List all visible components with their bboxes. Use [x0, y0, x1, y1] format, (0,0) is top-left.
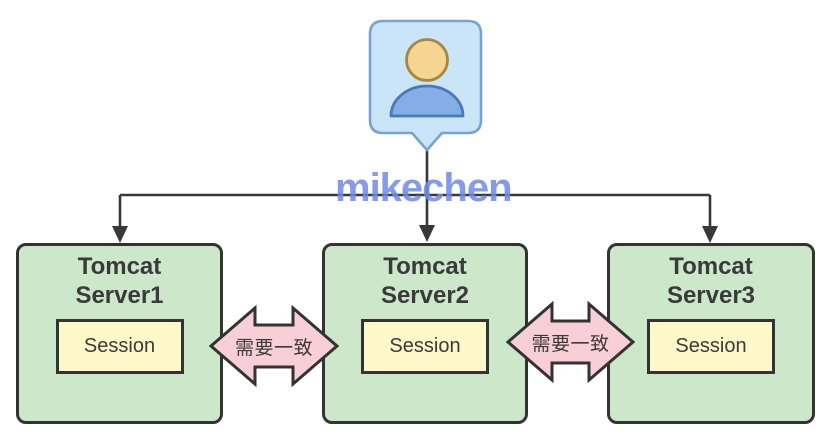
double-arrow-icon: [506, 300, 635, 384]
server-title: Tomcat Server1: [75, 253, 164, 309]
server-title: Tomcat Server2: [380, 253, 470, 309]
server-title: Tomcat Server3: [666, 253, 756, 309]
arrowhead-center-icon: [419, 225, 435, 242]
double-arrow-icon: [209, 304, 339, 388]
sync-arrow-label: 需要一致: [531, 333, 610, 355]
server-box-tomcat3: Tomcat Server3 Session: [607, 243, 815, 424]
session-box: Session: [647, 319, 775, 374]
session-label: Session: [389, 335, 461, 357]
watermark-text: mikechen: [335, 166, 513, 210]
session-box: Session: [361, 319, 489, 374]
arrowhead-right-icon: [702, 226, 718, 243]
session-box: Session: [55, 319, 184, 374]
session-label: Session: [83, 335, 156, 357]
server-box-tomcat1: Tomcat Server1 Session: [16, 243, 223, 424]
server-box-tomcat2: Tomcat Server2 Session: [322, 243, 528, 424]
sync-arrow-2: 需要一致: [506, 300, 635, 384]
user-body-icon: [389, 84, 465, 118]
sync-arrow-label: 需要一致: [234, 337, 313, 359]
sync-arrow-1: 需要一致: [209, 304, 339, 388]
session-label: Session: [675, 335, 747, 357]
user-head-icon: [405, 38, 449, 82]
user-icon: [368, 19, 483, 152]
arrowhead-left-icon: [112, 226, 128, 243]
